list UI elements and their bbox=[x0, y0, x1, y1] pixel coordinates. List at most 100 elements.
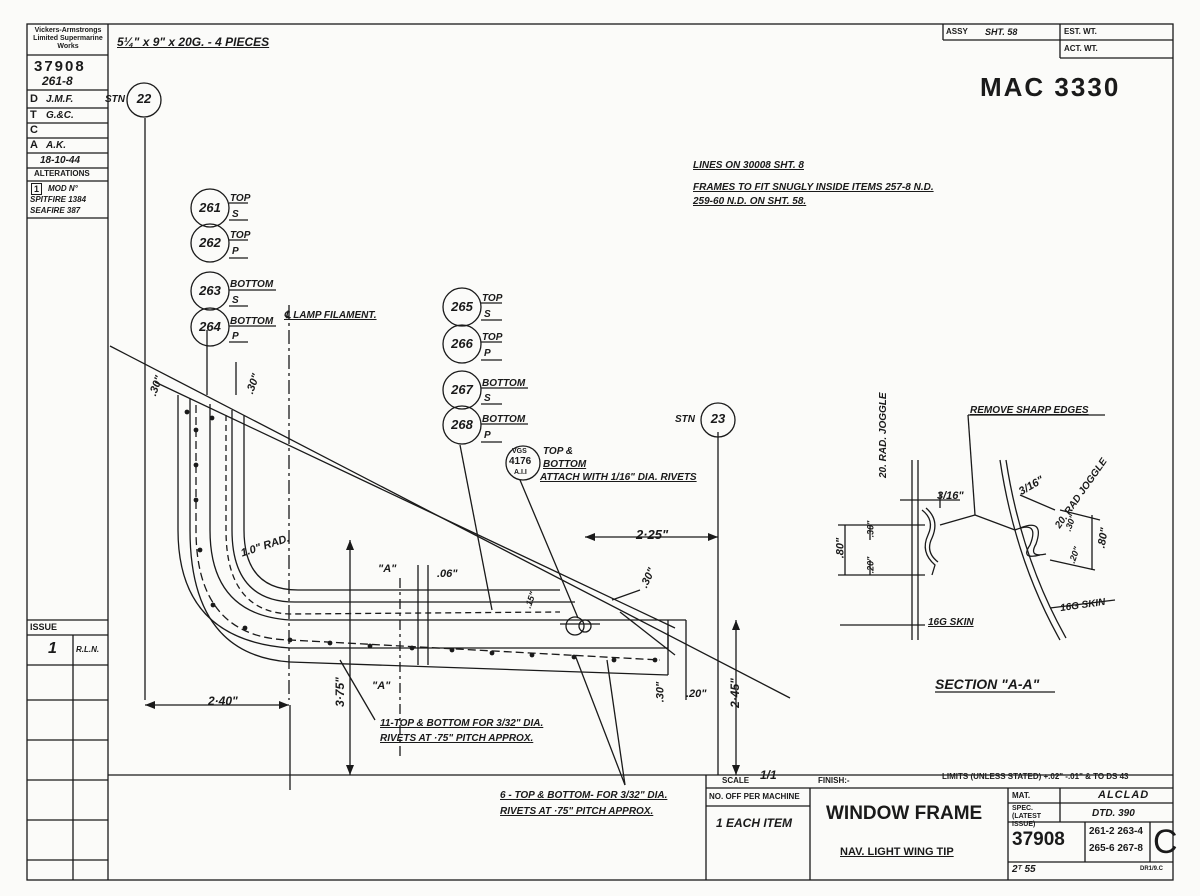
issue-number: 1 bbox=[48, 640, 57, 657]
lamp-filament-note: ℄ LAMP FILAMENT. bbox=[284, 310, 377, 321]
a-label: A bbox=[30, 139, 38, 151]
rivet-note-2b: RIVETS AT ·75" PITCH APPROX. bbox=[500, 806, 654, 817]
part-265: 265 bbox=[451, 299, 473, 314]
drawing-border bbox=[26, 23, 1174, 881]
part-263-label: BOTTOM bbox=[230, 279, 274, 290]
note-line-1: LINES ON 30008 SHT. 8 bbox=[693, 160, 804, 171]
station-22: 22 bbox=[136, 91, 152, 106]
rivet-note-1b: RIVETS AT ·75" PITCH APPROX. bbox=[380, 733, 534, 744]
seafire-mod: SEAFIRE 387 bbox=[30, 206, 81, 215]
part-264-label: BOTTOM bbox=[230, 316, 274, 327]
material-note: 5¼" x 9" x 20G. - 4 PIECES bbox=[117, 35, 270, 49]
vgs-sub: A.I.I bbox=[514, 469, 527, 476]
section-mark-a-top: "A" bbox=[378, 563, 397, 575]
spitfire-mod: SPITFIRE 1384 bbox=[30, 195, 87, 204]
skin-note-left: 16G SKIN bbox=[928, 617, 974, 628]
alterations-label: ALTERATIONS bbox=[34, 169, 90, 178]
finish-label: FINISH:- bbox=[818, 776, 850, 785]
dim-240: 2·40" bbox=[208, 694, 238, 708]
dim-245: 2·45" bbox=[727, 678, 742, 708]
section-title: SECTION "A-A" bbox=[935, 676, 1040, 692]
dim-20: .20" bbox=[686, 688, 707, 700]
assy-sheet: SHT. 58 bbox=[985, 27, 1018, 37]
left-part-number: 261-8 bbox=[42, 74, 73, 88]
dim-06: .06" bbox=[437, 568, 458, 580]
dim-375: 3·75" bbox=[332, 677, 347, 707]
part-265-label: TOP bbox=[482, 293, 503, 304]
scale-label: SCALE bbox=[722, 776, 750, 785]
part-261: 261 bbox=[199, 200, 221, 215]
vgs-number: 4176 bbox=[509, 456, 532, 467]
dim-225: 2·25" bbox=[636, 527, 669, 542]
t-value: G.&C. bbox=[46, 110, 74, 121]
drawing-title: WINDOW FRAME bbox=[826, 803, 983, 824]
part-268: 268 bbox=[451, 417, 473, 432]
left-drawing-number: 37908 bbox=[34, 58, 86, 75]
joggle-note-1: 20. RAD. JOGGLE bbox=[878, 392, 889, 478]
part-266-label: TOP bbox=[482, 332, 503, 343]
vgs-note-1: TOP & bbox=[543, 446, 574, 457]
company-name: Vickers-Armstrongs Limited Supermarine W… bbox=[33, 27, 103, 50]
section-dim-20-left: .20" bbox=[865, 556, 876, 574]
stn-23-prefix: STN bbox=[675, 414, 695, 425]
material-label: MAT. bbox=[1012, 791, 1031, 800]
no-off-label: NO. OFF PER MACHINE bbox=[709, 792, 800, 801]
part-267-label: BOTTOM bbox=[482, 378, 526, 389]
part-262-label: TOP bbox=[230, 230, 251, 241]
drawing-small-code: DR1/9.C bbox=[1140, 866, 1164, 872]
mac-number: MAC 3330 bbox=[980, 72, 1121, 102]
stn-22-prefix: STN bbox=[105, 94, 125, 105]
section-dim-30-left: .30" bbox=[865, 520, 876, 538]
alteration-number: 1 bbox=[31, 183, 43, 195]
title-drawing-number: 37908 bbox=[1012, 829, 1065, 850]
mod-text: MOD N° bbox=[48, 184, 78, 193]
part-266: 266 bbox=[451, 336, 473, 351]
limits-note: LIMITS (UNLESS STATED) +.02" -.01" & TO … bbox=[942, 772, 1129, 781]
d-label: D bbox=[30, 93, 38, 105]
note-line-3: 259-60 N.D. ON SHT. 58. bbox=[693, 196, 807, 207]
spec-value: DTD. 390 bbox=[1092, 808, 1135, 819]
station-23: 23 bbox=[710, 411, 726, 426]
act-wt-label: ACT. WT. bbox=[1064, 44, 1098, 53]
part-261-side: S bbox=[232, 209, 239, 220]
part-264: 264 bbox=[199, 319, 221, 334]
part-263-side: S bbox=[232, 295, 239, 306]
vgs-note-2: BOTTOM bbox=[543, 459, 587, 470]
assy-label: ASSY bbox=[946, 27, 968, 36]
material-value: ALCLAD bbox=[1098, 789, 1150, 801]
part-261-label: TOP bbox=[230, 193, 251, 204]
d-value: J.M.F. bbox=[46, 94, 74, 105]
t-label: T bbox=[30, 109, 37, 121]
part-262: 262 bbox=[199, 235, 221, 250]
drawing-subtitle: NAV. LIGHT WING TIP bbox=[840, 846, 954, 858]
section-mark-a-bottom: "A" bbox=[372, 680, 391, 692]
issue-label: ISSUE bbox=[30, 622, 58, 632]
section-dim-80-left: .80" bbox=[834, 537, 847, 559]
date: 18-10-44 bbox=[40, 155, 81, 166]
c-label: C bbox=[30, 124, 38, 136]
quantity-each: 1 EACH ITEM bbox=[716, 816, 793, 830]
part-264-side: P bbox=[232, 331, 239, 342]
note-line-2: FRAMES TO FIT SNUGLY INSIDE ITEMS 257-8 … bbox=[693, 182, 934, 193]
dim-30-bottom: .30" bbox=[654, 681, 667, 703]
part-267: 267 bbox=[451, 382, 473, 397]
vgs-note-3: ATTACH WITH 1/16" DIA. RIVETS bbox=[540, 472, 697, 483]
revision-letter: C bbox=[1153, 823, 1178, 861]
part-262-side: P bbox=[232, 246, 239, 257]
a-value: A.K. bbox=[46, 140, 66, 151]
part-range-a: 261-2 263-4 bbox=[1089, 826, 1143, 837]
part-268-label: BOTTOM bbox=[482, 414, 526, 425]
rivet-dots bbox=[184, 409, 658, 663]
rivet-note-2a: 6 - TOP & BOTTOM- FOR 3/32" DIA. bbox=[500, 790, 668, 801]
issue-by: R.L.N. bbox=[76, 645, 100, 654]
part-265-side: S bbox=[484, 309, 491, 320]
part-266-side: P bbox=[484, 348, 491, 359]
part-268-side: P bbox=[484, 430, 491, 441]
sheet-reference: 2ᵀ 55 bbox=[1012, 864, 1036, 875]
remove-sharp-edges: REMOVE SHARP EDGES bbox=[970, 405, 1089, 416]
rivet-note-1a: 11-TOP & BOTTOM FOR 3/32" DIA. bbox=[380, 718, 544, 729]
vgs-label: VGS bbox=[512, 448, 527, 455]
part-267-side: S bbox=[484, 393, 491, 404]
est-wt-label: EST. WT. bbox=[1064, 27, 1097, 36]
